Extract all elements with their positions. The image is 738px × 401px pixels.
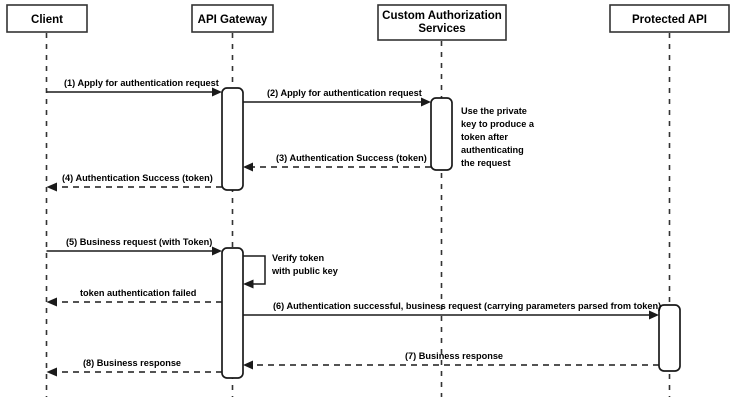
participant-label-protected-api: Protected API (632, 14, 707, 26)
note-private-key: Use the private key to produce a token a… (461, 106, 535, 168)
activation-custom-authorization-services (430, 97, 453, 171)
message-4: (4) Authentication Success (token) (46, 173, 222, 192)
message-self-verify-line (243, 255, 266, 285)
activation-api-gateway-business (221, 247, 244, 379)
message-5-arrowhead (212, 246, 222, 256)
message-1: (1) Apply for authentication request (46, 78, 222, 97)
message-self-verify-label-line2: with public key (271, 266, 339, 276)
participant-box-client[interactable] (6, 4, 88, 33)
message-7-label: (7) Business response (405, 351, 503, 361)
participant-label-client: Client (31, 14, 63, 26)
participant-label-custom-authorization-services: Custom Authorization (382, 10, 502, 22)
message-1-label: (1) Apply for authentication request (64, 78, 219, 88)
note-private-key-line-2: key to produce a (461, 119, 535, 129)
message-5: (5) Business request (with Token) (46, 237, 222, 256)
participant-api-gateway[interactable]: API Gateway (191, 4, 274, 33)
note-private-key-line-5: the request (461, 158, 511, 168)
message-8-arrowhead (46, 367, 57, 377)
activation-protected-api (658, 304, 681, 372)
participant-label-api-gateway: API Gateway (198, 14, 268, 26)
message-3-arrowhead (243, 162, 253, 172)
message-self-verify-label: Verify token (272, 253, 324, 263)
participant-label-custom-authorization-services-line2: Services (418, 23, 465, 35)
message-7-arrowhead (243, 360, 253, 370)
participant-box-custom-authorization-services[interactable] (377, 4, 507, 41)
message-2-label: (2) Apply for authentication request (267, 88, 422, 98)
note-private-key-line-1: Use the private (461, 106, 527, 116)
message-8: (8) Business response (46, 358, 222, 377)
message-6-label: (6) Authentication successful, business … (273, 301, 661, 311)
message-2-arrowhead (421, 97, 431, 107)
participant-custom-authorization-services[interactable]: Custom Authorization Services (377, 4, 507, 41)
note-private-key-line-3: token after (461, 132, 508, 142)
message-7: (7) Business response (243, 351, 659, 370)
activation-bars (221, 87, 681, 379)
message-6-arrowhead (649, 310, 659, 320)
message-token-authentication-failed-label: token authentication failed (80, 288, 196, 298)
activation-api-gateway-auth (221, 87, 244, 191)
note-private-key-line-4: authenticating (461, 145, 524, 155)
message-8-label: (8) Business response (83, 358, 181, 368)
message-self-verify-arrowhead (243, 279, 254, 289)
participant-client[interactable]: Client (6, 4, 88, 33)
message-token-authentication-failed-arrowhead (46, 297, 57, 307)
message-token-authentication-failed: token authentication failed (46, 288, 222, 307)
message-3: (3) Authentication Success (token) (243, 153, 431, 172)
message-self-verify: Verify token with public key (243, 253, 339, 289)
participant-box-protected-api[interactable] (609, 4, 730, 33)
message-5-label: (5) Business request (with Token) (66, 237, 212, 247)
message-1-arrowhead (212, 87, 222, 97)
message-6: (6) Authentication successful, business … (243, 301, 661, 320)
message-3-label: (3) Authentication Success (token) (276, 153, 427, 163)
message-4-label: (4) Authentication Success (token) (62, 173, 213, 183)
participant-protected-api[interactable]: Protected API (609, 4, 730, 33)
message-4-arrowhead (46, 182, 57, 192)
message-2: (2) Apply for authentication request (243, 88, 431, 107)
participant-box-api-gateway[interactable] (191, 4, 274, 33)
